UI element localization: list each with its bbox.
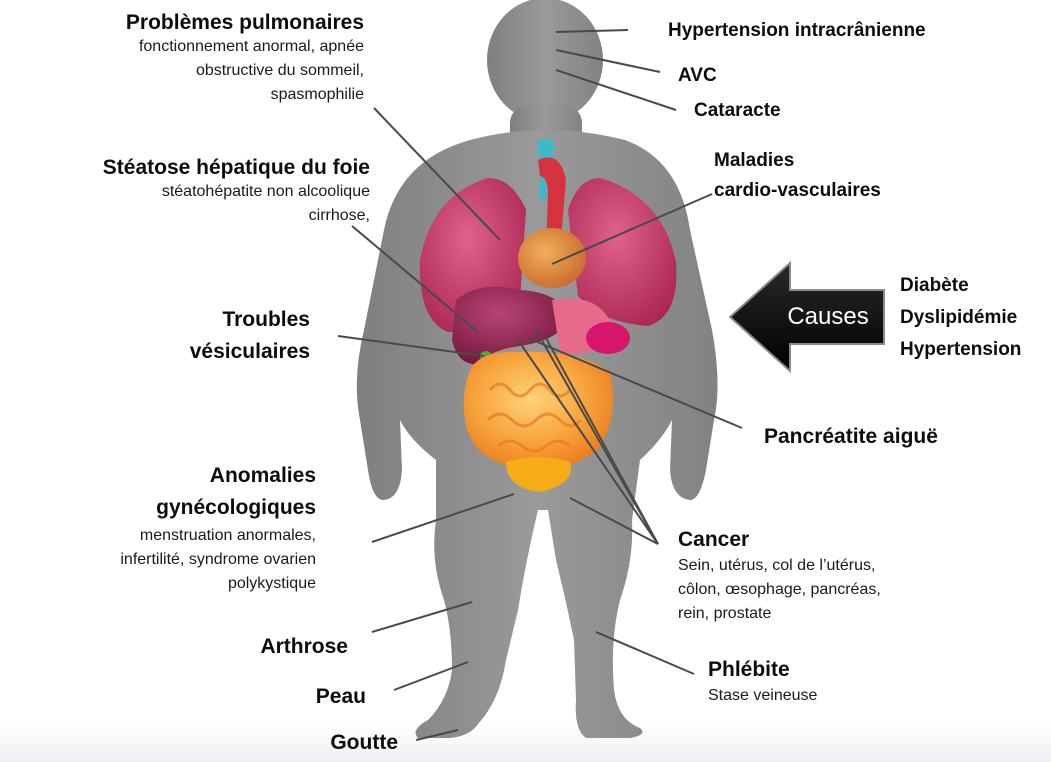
label-gyneco-line-1: menstruation anormales, xyxy=(40,524,316,548)
label-phlebitis-title: Phlébite xyxy=(708,656,817,684)
label-liver-line-2: cirrhose, xyxy=(10,204,370,228)
label-phlebitis-line: Stase veineuse xyxy=(708,684,817,708)
label-cardio: Maladies cardio-vasculaires xyxy=(714,146,881,206)
label-gyneco-line-2: infertilité, syndrome ovarien xyxy=(40,548,316,572)
label-gallbladder: Troubles vésiculaires xyxy=(120,304,310,368)
label-goutte: Goutte xyxy=(280,730,398,755)
label-arthrose: Arthrose xyxy=(200,634,348,659)
cause-dyslipidemia: Dyslipidémie xyxy=(900,302,1021,334)
causes-list: Diabète Dyslipidémie Hypertension xyxy=(900,270,1021,366)
label-intracranial: Hypertension intracrânienne xyxy=(668,18,926,43)
label-gyneco-title-2: gynécologiques xyxy=(40,492,316,524)
label-gallbladder-title-1: Troubles xyxy=(120,304,310,336)
label-cancer-line-3: rein, prostate xyxy=(678,602,881,626)
label-gyneco: Anomalies gynécologiques menstruation an… xyxy=(40,460,316,596)
label-pulmonary-line-2: obstructive du sommeil, xyxy=(40,59,364,83)
label-peau: Peau xyxy=(260,684,366,709)
label-pulmonary-line-1: fonctionnement anormal, apnée xyxy=(40,35,364,59)
label-pulmonary-title: Problèmes pulmonaires xyxy=(40,10,364,35)
label-liver-line-1: stéatohépatite non alcoolique xyxy=(10,180,370,204)
label-cardio-title-2: cardio-vasculaires xyxy=(714,176,881,206)
label-pulmonary: Problèmes pulmonaires fonctionnement ano… xyxy=(40,10,364,107)
label-gyneco-line-3: polykystique xyxy=(40,572,316,596)
causes-arrow-label: Causes xyxy=(768,300,888,334)
label-liver-title: Stéatose hépatique du foie xyxy=(10,155,370,180)
cause-diabetes: Diabète xyxy=(900,270,1021,302)
spleen xyxy=(586,322,630,354)
label-gyneco-title-1: Anomalies xyxy=(40,460,316,492)
label-cancer-line-1: Sein, utérus, col de l’utérus, xyxy=(678,554,881,578)
heart xyxy=(518,228,586,288)
label-pancreatitis: Pancréatite aiguë xyxy=(764,424,938,449)
label-cancer: Cancer Sein, utérus, col de l’utérus, cô… xyxy=(678,526,881,626)
label-cancer-line-2: côlon, œsophage, pancréas, xyxy=(678,578,881,602)
label-cataract: Cataracte xyxy=(694,98,781,123)
label-pulmonary-line-3: spasmophilie xyxy=(40,83,364,107)
label-cancer-title: Cancer xyxy=(678,526,881,554)
cause-hypertension: Hypertension xyxy=(900,334,1021,366)
label-gallbladder-title-2: vésiculaires xyxy=(120,336,310,368)
label-avc: AVC xyxy=(678,63,717,88)
label-phlebitis: Phlébite Stase veineuse xyxy=(708,656,817,708)
label-cardio-title-1: Maladies xyxy=(714,146,881,176)
label-liver: Stéatose hépatique du foie stéatohépatit… xyxy=(10,155,370,228)
